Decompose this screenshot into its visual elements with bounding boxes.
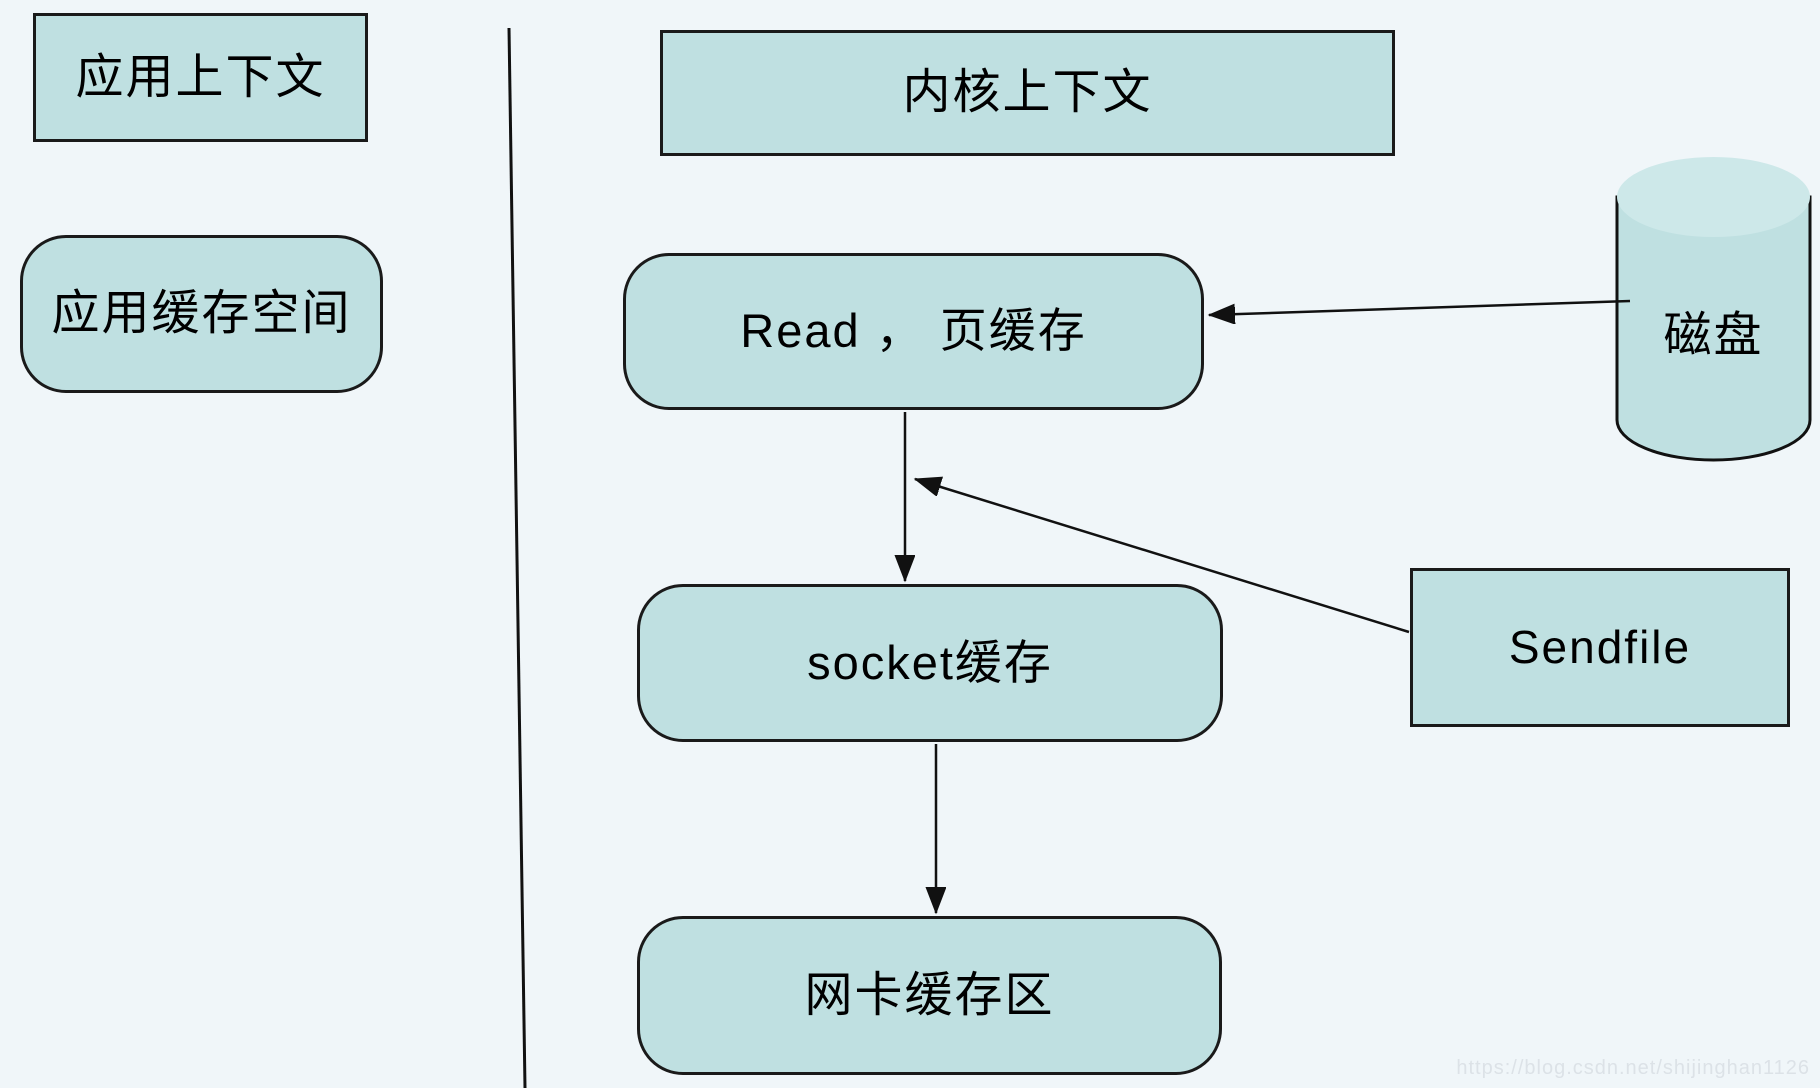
disk-cylinder-icon <box>1615 157 1812 462</box>
arrow-disk-to-read <box>1209 299 1631 315</box>
watermark: https://blog.csdn.net/shijinghan1126 <box>1456 1057 1810 1079</box>
read-page-cache-box: Read ， 页缓存 <box>623 253 1204 410</box>
kernel-context-box: 内核上下文 <box>660 30 1395 156</box>
kernel-context-label: 内核上下文 <box>902 66 1153 120</box>
context-divider-line <box>507 27 527 1088</box>
disk-label: 磁盘 <box>1663 309 1764 362</box>
read-page-cache-label: Read ， 页缓存 <box>740 304 1087 358</box>
sendfile-label: Sendfile <box>1508 621 1692 674</box>
nic-buffer-box: 网卡缓存区 <box>637 916 1222 1075</box>
app-buffer-box: 应用缓存空间 <box>20 235 383 393</box>
app-buffer-label: 应用缓存空间 <box>51 287 352 341</box>
socket-buffer-label: socket缓存 <box>807 635 1053 689</box>
arrow-sendfile-to-boundary <box>915 479 1410 634</box>
app-context-label: 应用上下文 <box>75 50 326 104</box>
nic-buffer-label: 网卡缓存区 <box>804 968 1055 1022</box>
sendfile-box: Sendfile <box>1410 568 1790 727</box>
socket-buffer-box: socket缓存 <box>637 584 1223 742</box>
app-context-box: 应用上下文 <box>33 13 368 142</box>
